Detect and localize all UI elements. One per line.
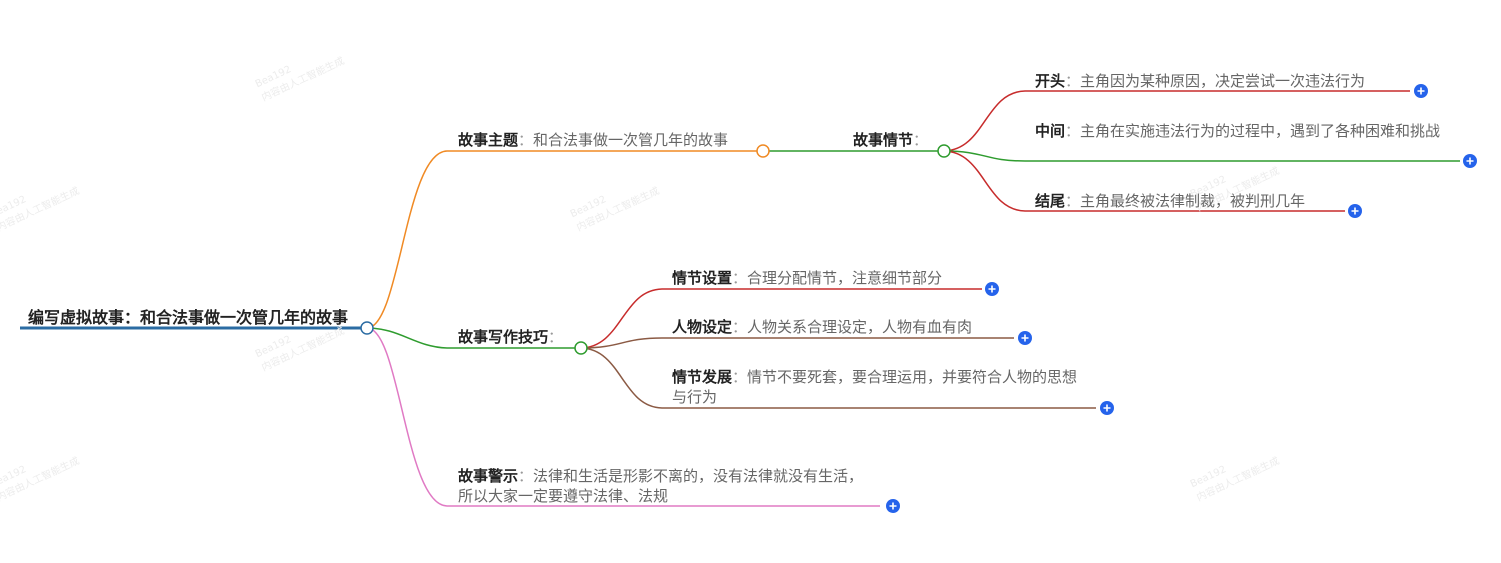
- plus-icon: [1466, 157, 1474, 165]
- skills-setting-value: 合理分配情节，注意细节部分: [747, 269, 943, 287]
- edge-plot-start: [943, 90, 1410, 152]
- expand-button[interactable]: [886, 499, 900, 513]
- skills-character-value: 人物关系合理设定，人物有血有肉: [747, 318, 973, 336]
- plot-middle-key: 中间: [1035, 122, 1066, 140]
- skills-development-value: 情节不要死套，要合理运用，并要符合人物的思想与行为: [672, 368, 1078, 406]
- separator: ：: [732, 269, 748, 287]
- plus-icon: [1103, 404, 1111, 412]
- plus-icon: [1351, 207, 1359, 215]
- skills-character-key: 人物设定: [672, 318, 733, 336]
- plot-middle-value: 主角在实施违法行为的过程中，遇到了各种困难和挑战: [1080, 122, 1441, 140]
- edge-root-skills: [366, 327, 581, 349]
- separator: ：: [1065, 192, 1081, 210]
- plot-start-value: 主角因为某种原因，决定尝试一次违法行为: [1080, 72, 1366, 90]
- plot-collapse-toggle[interactable]: [937, 144, 951, 158]
- theme-collapse-toggle[interactable]: [756, 144, 770, 158]
- plus-icon: [889, 502, 897, 510]
- separator: ：: [732, 318, 748, 336]
- skills-setting-key: 情节设置: [672, 269, 733, 287]
- plot-middle-topic[interactable]: 中间：主角在实施违法行为的过程中，遇到了各种困难和挑战: [1035, 121, 1455, 141]
- skills-collapse-toggle[interactable]: [574, 341, 588, 355]
- expand-button[interactable]: [985, 282, 999, 296]
- plot-topic[interactable]: 故事情节：: [853, 130, 928, 150]
- plot-key: 故事情节: [853, 131, 914, 149]
- warning-topic[interactable]: 故事警示：法律和生活是形影不离的，没有法律就没有生活，所以大家一定要遵守法律、法…: [458, 466, 873, 506]
- root-topic[interactable]: 编写虚拟故事：和合法事做一次管几年的故事: [28, 308, 348, 328]
- edge-plot-middle: [943, 150, 1460, 162]
- expand-button[interactable]: [1100, 401, 1114, 415]
- theme-topic[interactable]: 故事主题：和合法事做一次管几年的故事: [458, 130, 728, 150]
- skills-key: 故事写作技巧: [458, 328, 549, 346]
- theme-value: 和合法事做一次管几年的故事: [533, 131, 729, 149]
- plot-start-key: 开头: [1035, 72, 1066, 90]
- separator: ：: [1065, 72, 1081, 90]
- skills-character-topic[interactable]: 人物设定：人物关系合理设定，人物有血有肉: [672, 317, 972, 337]
- theme-key: 故事主题: [458, 131, 519, 149]
- plot-end-key: 结尾: [1035, 192, 1066, 210]
- edge-root-warning: [366, 327, 880, 507]
- skills-development-key: 情节发展: [672, 368, 733, 386]
- edge-skills-character: [580, 337, 1014, 349]
- plot-end-value: 主角最终被法律制裁，被判刑几年: [1080, 192, 1306, 210]
- skills-topic[interactable]: 故事写作技巧：: [458, 327, 563, 347]
- expand-button[interactable]: [1414, 84, 1428, 98]
- expand-button[interactable]: [1348, 204, 1362, 218]
- warning-value: 法律和生活是形影不离的，没有法律就没有生活，所以大家一定要遵守法律、法规: [458, 467, 864, 505]
- separator: ：: [913, 131, 929, 149]
- edge-plot-end: [943, 150, 1345, 212]
- plot-end-topic[interactable]: 结尾：主角最终被法律制裁，被判刑几年: [1035, 191, 1305, 211]
- plot-start-topic[interactable]: 开头：主角因为某种原因，决定尝试一次违法行为: [1035, 71, 1365, 91]
- separator: ：: [518, 467, 534, 485]
- warning-key: 故事警示: [458, 467, 519, 485]
- root-topic-label: 编写虚拟故事：和合法事做一次管几年的故事: [28, 308, 349, 327]
- plus-icon: [1021, 334, 1029, 342]
- expand-button[interactable]: [1463, 154, 1477, 168]
- separator: ：: [1065, 122, 1081, 140]
- skills-development-topic[interactable]: 情节发展：情节不要死套，要合理运用，并要符合人物的思想与行为: [672, 367, 1087, 407]
- edge-skills-setting: [580, 288, 982, 349]
- edge-skills-development: [580, 347, 1096, 409]
- skills-setting-topic[interactable]: 情节设置：合理分配情节，注意细节部分: [672, 268, 942, 288]
- expand-button[interactable]: [1018, 331, 1032, 345]
- plus-icon: [988, 285, 996, 293]
- separator: ：: [732, 368, 748, 386]
- root-collapse-toggle[interactable]: [360, 321, 374, 335]
- separator: ：: [518, 131, 534, 149]
- plus-icon: [1417, 87, 1425, 95]
- edge-root-theme: [366, 150, 763, 329]
- separator: ：: [548, 328, 564, 346]
